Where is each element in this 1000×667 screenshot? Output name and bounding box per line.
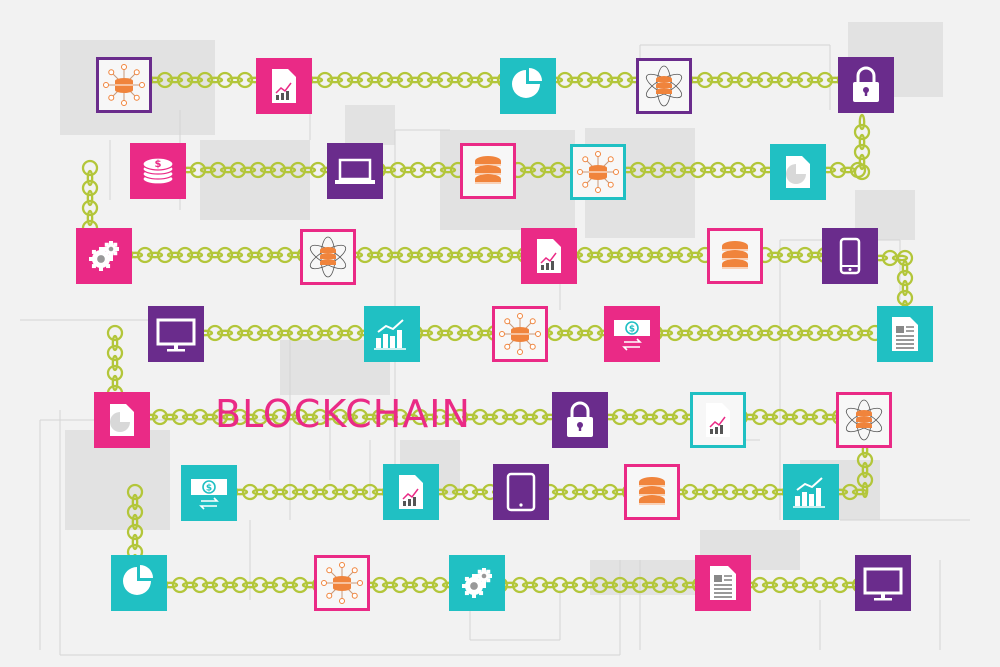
smartphone-icon (839, 237, 861, 275)
network-icon (321, 562, 363, 604)
chain-segment (131, 576, 889, 594)
money-transfer-icon: $ (614, 320, 650, 351)
laptop-icon (335, 158, 375, 184)
gray-block (345, 105, 395, 145)
svg-text:$: $ (155, 159, 162, 170)
block (707, 228, 763, 284)
block (783, 464, 839, 520)
database-icon (722, 241, 748, 269)
block (770, 144, 826, 200)
block (493, 464, 549, 520)
block (111, 555, 167, 611)
svg-text:$: $ (629, 325, 635, 335)
block (636, 58, 692, 114)
block (838, 57, 894, 113)
blockchain-title: BLOCKCHAIN (215, 392, 471, 436)
atom-database-icon (309, 236, 347, 278)
block (624, 464, 680, 520)
block (690, 392, 746, 448)
block (521, 228, 577, 284)
block (570, 144, 626, 200)
coin-stack-icon: $ (142, 157, 174, 185)
monitor-icon (156, 318, 196, 352)
document-chart-icon (272, 69, 296, 103)
document-chart-icon (706, 403, 730, 437)
newspaper-icon (892, 317, 918, 351)
block (327, 143, 383, 199)
block (449, 555, 505, 611)
block (96, 57, 152, 113)
block: $ (130, 143, 186, 199)
svg-text:$: $ (206, 484, 212, 494)
block (94, 392, 150, 448)
block: $ (181, 465, 237, 521)
pie-chart-icon (512, 68, 542, 98)
gray-block (200, 140, 310, 220)
bar-chart-icon (793, 477, 825, 508)
padlock-icon (567, 401, 593, 437)
money-transfer-icon: $ (191, 479, 227, 510)
network-icon (577, 151, 619, 193)
database-icon (639, 477, 665, 505)
tablet-icon (506, 472, 536, 512)
bar-chart-icon (374, 319, 406, 350)
gears-icon (462, 568, 492, 598)
network-icon (103, 64, 145, 106)
block: $ (604, 306, 660, 362)
block (300, 229, 356, 285)
atom-database-icon (645, 65, 683, 107)
network-icon (499, 313, 541, 355)
document-chart-icon (537, 239, 561, 273)
pie-document-icon (110, 404, 134, 436)
background-grid (20, 22, 970, 656)
gray-block (590, 560, 710, 595)
pie-chart-icon (123, 565, 153, 595)
block (364, 306, 420, 362)
pie-document-icon (786, 156, 810, 188)
block (314, 555, 370, 611)
database-icon (475, 156, 501, 184)
block (822, 228, 878, 284)
block (877, 306, 933, 362)
block (500, 58, 556, 114)
block (148, 306, 204, 362)
atom-database-icon (845, 399, 883, 441)
gears-icon (89, 241, 119, 271)
document-chart-icon (399, 475, 423, 509)
block (383, 464, 439, 520)
newspaper-icon (710, 566, 736, 600)
block (836, 392, 892, 448)
block (695, 555, 751, 611)
block (855, 555, 911, 611)
chain-segment (853, 113, 871, 181)
padlock-icon (853, 66, 879, 102)
chain-segment (116, 71, 874, 89)
block (552, 392, 608, 448)
block (76, 228, 132, 284)
monitor-icon (863, 567, 903, 601)
block (492, 306, 548, 362)
block (460, 143, 516, 199)
blocks: $ $ $ (76, 57, 933, 611)
block (256, 58, 312, 114)
